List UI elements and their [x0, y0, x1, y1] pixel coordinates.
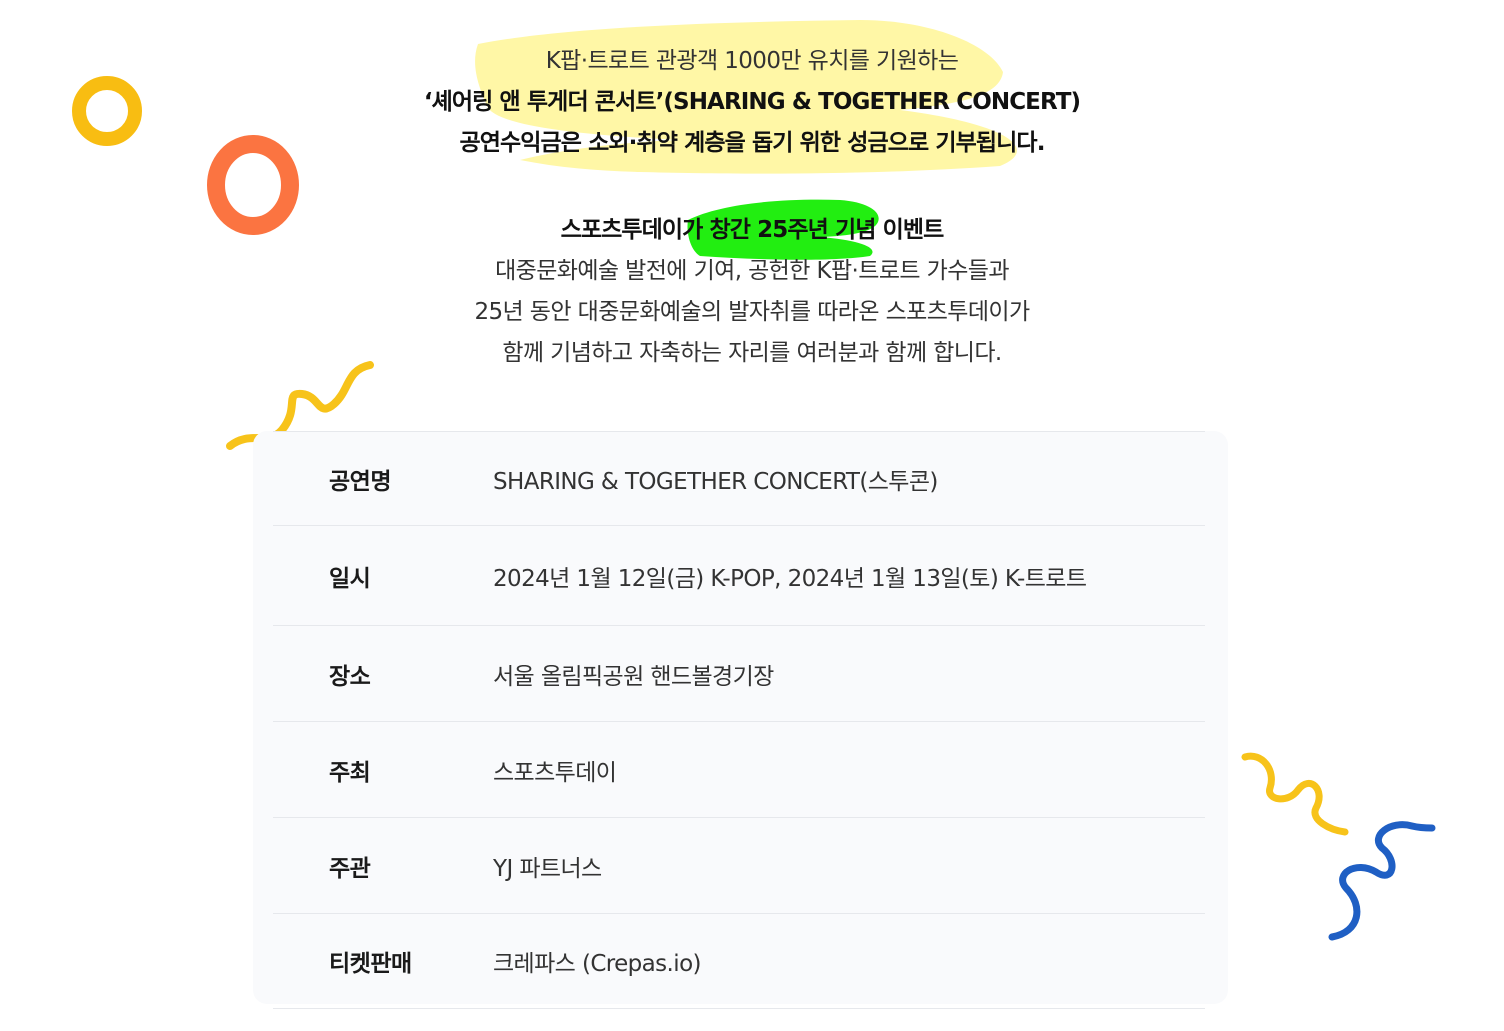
intro-line-2: ‘셰어링 앤 투게더 콘서트’(SHARING & TOGETHER CONCE… — [423, 89, 1081, 115]
info-row-venue: 장소 서울 올림픽공원 핸드볼경기장 — [273, 625, 1205, 721]
info-value: 서울 올림픽공원 핸드볼경기장 — [493, 663, 774, 690]
intro-text-block: K팝·트로트 관광객 1000만 유치를 기원하는 ‘셰어링 앤 투게더 콘서트… — [0, 41, 1504, 164]
intro-line-1: K팝·트로트 관광객 1000만 유치를 기원하는 — [545, 48, 959, 74]
info-label: 일시 — [329, 565, 371, 592]
anniversary-line-3: 함께 기념하고 자축하는 자리를 여러분과 함께 합니다. — [502, 340, 1002, 366]
yellow-squiggle-right — [1241, 752, 1349, 836]
event-info-table: 공연명 SHARING & TOGETHER CONCERT(스투콘) 일시 2… — [273, 431, 1205, 1009]
info-value: SHARING & TOGETHER CONCERT(스투콘) — [493, 468, 938, 495]
anniversary-text-block: 스포츠투데이가 창간 25주년 기념 이벤트 대중문화예술 발전에 기여, 공헌… — [0, 210, 1504, 374]
anniversary-line-1: 대중문화예술 발전에 기여, 공헌한 K팝·트로트 가수들과 — [495, 258, 1009, 284]
info-label: 장소 — [329, 663, 371, 690]
intro-line-3: 공연수익금은 소외·취약 계층을 돕기 위한 성금으로 기부됩니다. — [459, 130, 1045, 156]
info-label: 주관 — [329, 855, 371, 882]
info-row-title: 공연명 SHARING & TOGETHER CONCERT(스투콘) — [273, 431, 1205, 525]
anniversary-heading: 스포츠투데이가 창간 25주년 기념 이벤트 — [560, 217, 945, 243]
info-value: 크레파스 (Crepas.io) — [493, 951, 702, 977]
event-info-panel: 공연명 SHARING & TOGETHER CONCERT(스투콘) 일시 2… — [253, 431, 1228, 1009]
anniversary-line-2: 25년 동안 대중문화예술의 발자취를 따라온 스포츠투데이가 — [474, 299, 1030, 325]
info-label: 공연명 — [329, 468, 391, 495]
info-value: 2024년 1월 12일(금) K-POP, 2024년 1월 13일(토) K… — [493, 565, 1087, 592]
info-row-date: 일시 2024년 1월 12일(금) K-POP, 2024년 1월 13일(토… — [273, 525, 1205, 625]
info-label: 티켓판매 — [329, 951, 412, 977]
blue-squiggle-right — [1328, 821, 1436, 941]
info-label: 주최 — [329, 759, 371, 786]
info-row-organizer: 주관 YJ 파트너스 — [273, 817, 1205, 913]
info-row-ticketing: 티켓판매 크레파스 (Crepas.io) — [273, 913, 1205, 1009]
info-value: YJ 파트너스 — [493, 855, 602, 882]
info-value: 스포츠투데이 — [493, 759, 617, 786]
info-row-host: 주최 스포츠투데이 — [273, 721, 1205, 817]
